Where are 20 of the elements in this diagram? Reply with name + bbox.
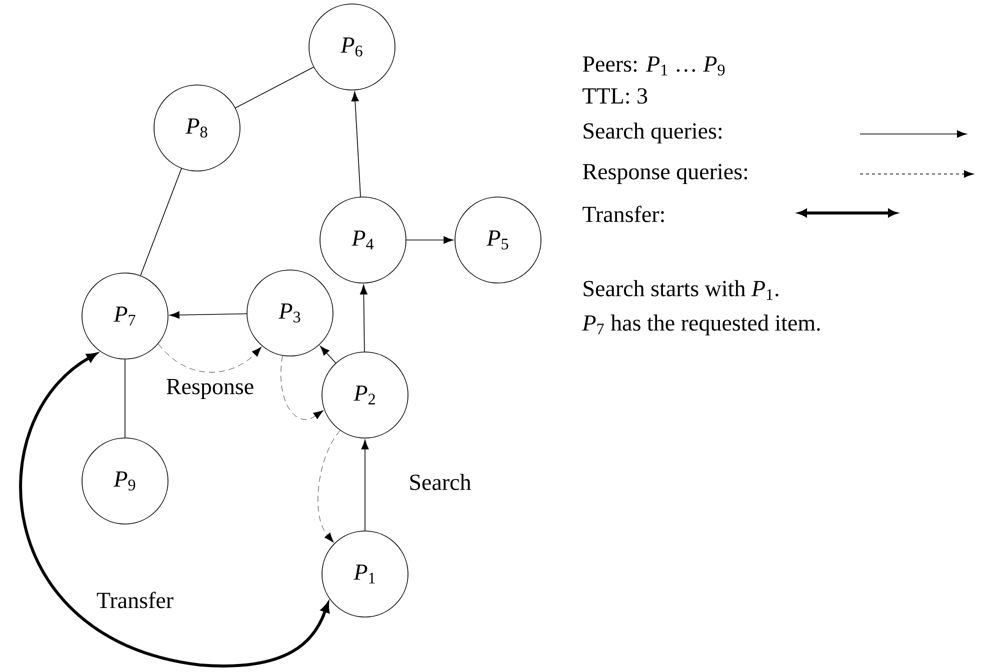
edge-label: Transfer <box>94 590 176 610</box>
arrow <box>351 92 361 198</box>
edge-label: Response <box>164 377 256 401</box>
arrow <box>320 346 336 364</box>
arrow <box>318 430 340 543</box>
note-text: P$_{7}$ has the requested item. <box>582 314 820 336</box>
arrow <box>170 311 248 319</box>
note-text: Peers: P$_{1}$ … P$_{9}$ <box>582 56 725 76</box>
arrow <box>360 284 368 352</box>
arrow <box>280 356 324 420</box>
arrow <box>19 352 330 668</box>
note-text: Search starts with P$_{1}$. <box>584 280 778 300</box>
arrow <box>361 440 369 531</box>
note-text: TTL: 3 <box>582 88 648 104</box>
arrow <box>406 236 454 244</box>
legend-text: Search queries: <box>584 122 722 144</box>
edge-label: Search <box>406 472 474 492</box>
legend-text: Response queries: <box>582 164 748 184</box>
legend-text: Transfer: <box>582 206 664 222</box>
arrow <box>158 344 262 372</box>
